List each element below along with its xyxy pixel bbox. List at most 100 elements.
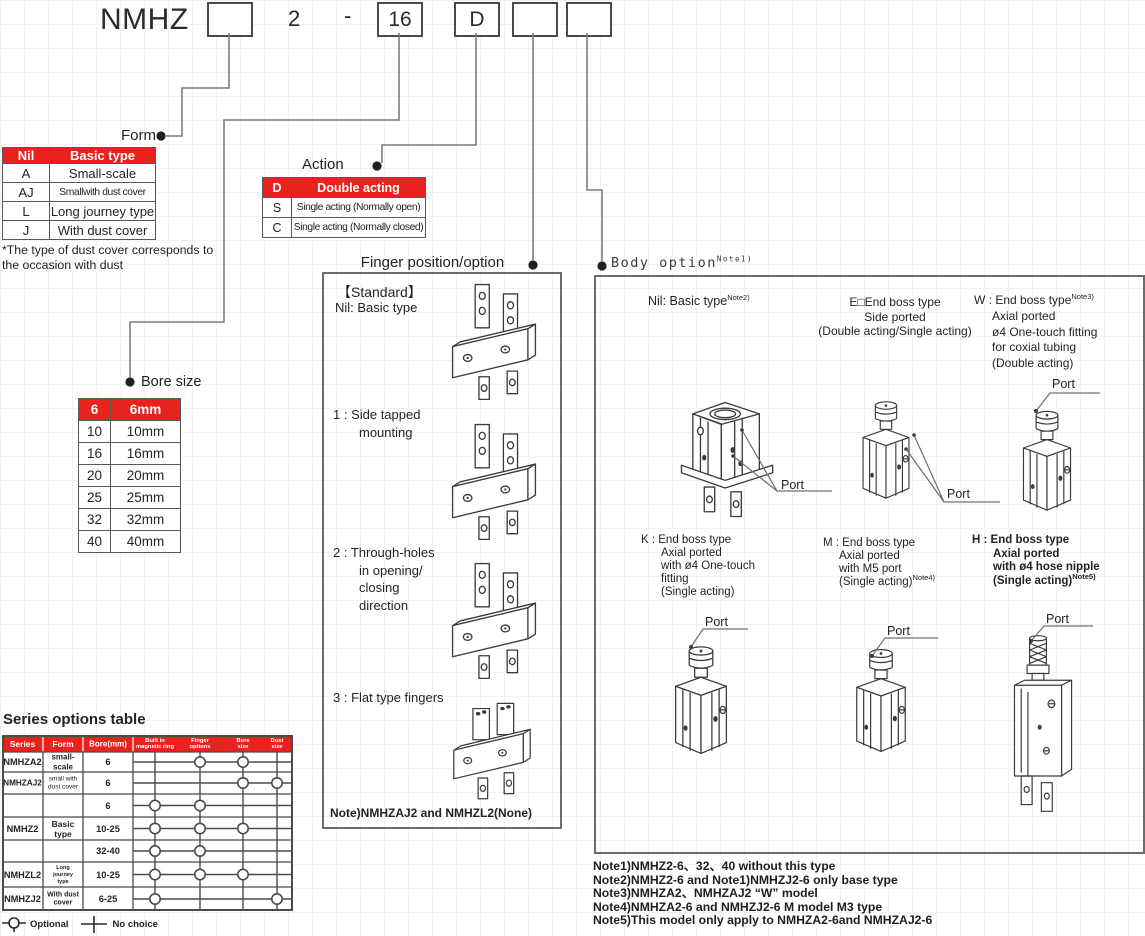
gripper-figure-flat-fingers-part-part [503,772,515,795]
body-option-nil-part: Nil: Basic typeNote2) [648,292,750,308]
footnotes-block-part: Note3)NMHZA2、NMHZAJ2 “W” model [593,886,818,900]
body-option-w-part: Axial ported [992,308,1056,323]
gripper-figure-flat-fingers-part-part [496,702,515,736]
table-cell: 20mm [110,464,181,487]
action-label: Action [302,156,344,173]
gripper-figure-through-holes-part-part [474,562,490,608]
cylinder-figure-w-part-part [1022,447,1048,511]
series-table-text: type [54,828,72,839]
body-option-e-part: Side ported [864,309,926,324]
cylinder-figure-nil-part-part [738,460,743,467]
gripper-figure-through-holes-part-part [478,570,486,580]
body-option-h-part: (Single acting)Note5) [993,571,1096,587]
gripper-figure-flat-fingers-part [453,702,531,800]
connector-lines-part-part [597,261,607,271]
form-footnote-part: *The type of dust cover corresponds to [2,243,214,257]
gripper-figure-side-tapped-part-part [506,441,515,450]
cylinder-figure-k-part-part [688,650,714,669]
series-table-text: options [189,744,211,750]
series-options-table-part-part [237,755,250,768]
cylinder-figure-e-part [862,401,910,499]
bore-size-label: Bore size [141,374,202,390]
cylinder-figure-m-part-part [869,653,893,671]
model-series-digit: 2 [288,6,301,31]
cylinder-figure-h-part-part [1023,785,1030,794]
gripper-figure-flat-fingers-part-part [500,706,505,711]
finger-option-2-part: 2 : Through-holes [333,545,435,560]
series-table-text: journey [53,871,73,878]
series-table-text: Bore [236,737,250,744]
table-cell: Long journey type [49,201,156,221]
gripper-figure-standard-part-part [451,328,529,379]
cylinder-figure-nil-part-part [699,417,743,482]
body-option-e-part: (Double acting/Single acting) [818,324,972,338]
cylinder-figure-m-part-part [856,686,882,753]
cylinder-figure-e-part-part [870,472,874,478]
cylinder-figure-k-part-part [694,667,708,678]
body-option-label-part: Note1) [716,254,753,264]
cylinder-figure-nil-part-part [696,426,704,436]
cylinder-figure-nil-part-part [730,491,742,518]
table-cell: Small-scale [49,163,156,183]
series-table-text: dust cover [48,783,78,791]
finger-panel-note: Note)NMHZAJ2 and NMHZL2(None) [330,806,532,820]
cylinder-figure-e-part-part [879,420,893,430]
series-options-table-part-part [149,845,162,858]
gripper-figure-flat-fingers-part-part [506,705,511,709]
table-cell: 25mm [110,486,181,509]
cylinder-figure-k-part-part [674,685,702,755]
body-option-w-part: W : End boss typeNote3) [974,292,1094,307]
series-options-table-part-part [237,776,250,789]
gripper-figure-flat-fingers [443,686,541,804]
series-table-text: 10-25 [96,823,120,834]
table-cell: 20 [78,464,111,487]
cylinder-figure-m-part-part [863,689,899,749]
cylinder-figure-w-part-part [1058,475,1063,481]
optional-symbol-icon-part [8,917,20,929]
table-cell: 32mm [110,508,181,531]
gripper-figure-standard-part-part [474,283,490,329]
gripper-figure-flat-fingers-part-part [505,779,513,787]
finger-standard-subtitle: Nil: Basic type [335,300,418,315]
gripper-figure-standard-part-part [506,370,519,395]
cylinder-figure-m-part [856,649,906,753]
series-table-text: NMHZAJ2 [3,778,42,788]
cylinder-figure-e-part-part [897,464,902,470]
series-table-text: small with [48,775,78,783]
series-table-text: Series [9,739,36,749]
table-cell: D [262,177,292,198]
cylinder-figure-nil-part-part [732,500,740,509]
series-table-text: With dust [47,891,79,899]
cylinder-figure-nil-part-part [703,486,716,513]
series-table-text: NMHZL2 [3,869,42,880]
body-option-w-part: (Double acting) [992,356,1074,371]
finger-standard-title: 【Standard】 [337,284,422,300]
port-label: Port [781,478,804,492]
cylinder-figure-k-part-part [713,716,718,722]
body-option-m-part: M : End boss type [823,537,916,549]
finger-option-2-part: in opening/ [359,562,423,578]
cylinder-figure-k [655,641,747,777]
gripper-figure-side-tapped-part [451,423,537,541]
connector-lines-part-part [125,377,135,387]
table-cell: 6 [78,398,111,421]
cylinder-figure-k-part-part [683,725,688,731]
series-table-text: NMHZ2 [6,823,39,834]
cylinder-figure-nil-part-part [730,446,736,454]
footnotes-block-part: Note1)NMHZ2-6、32、40 without this type [593,859,836,873]
body-option-w-part: for coxial tubing [992,340,1077,355]
